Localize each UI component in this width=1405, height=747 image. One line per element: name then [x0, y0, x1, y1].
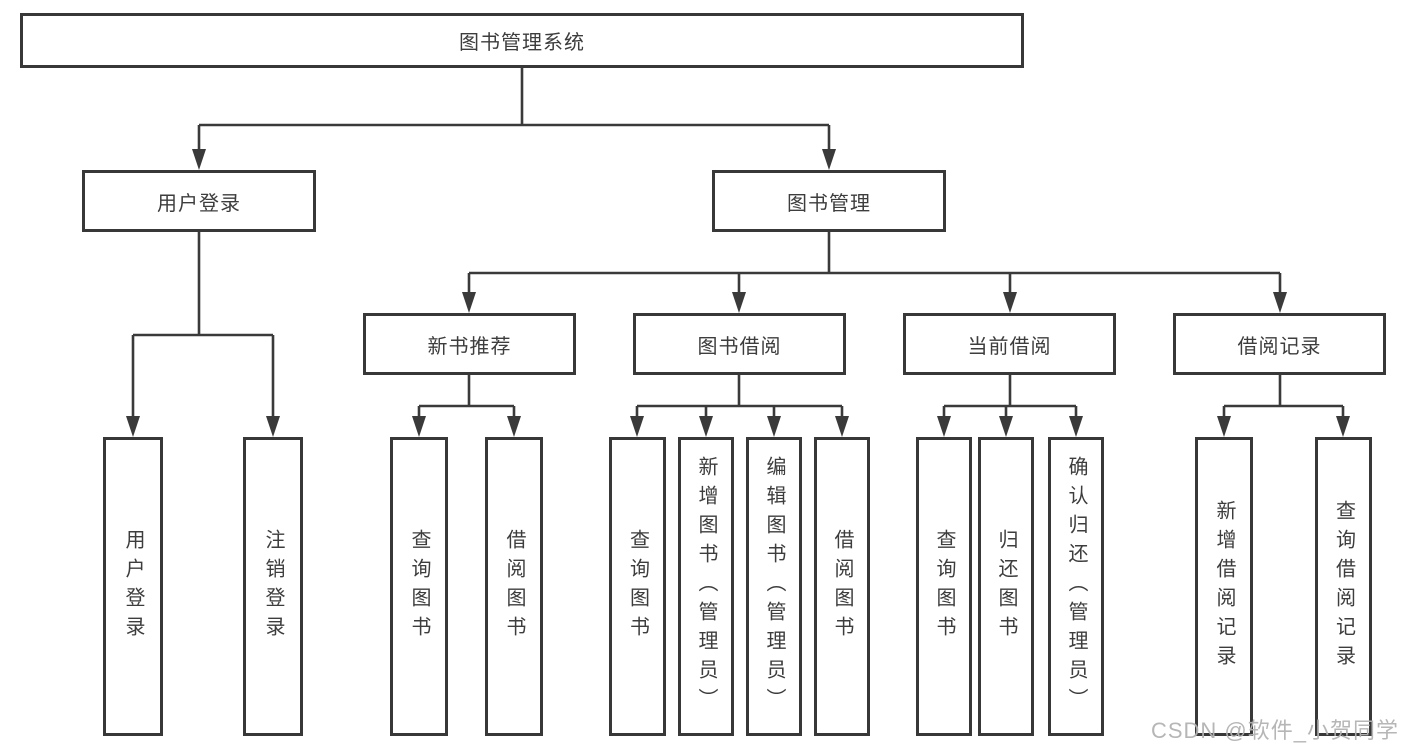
- leaf-query-books-recommend: 查询图书: [390, 437, 448, 736]
- leaf-borrow-books-recommend: 借阅图书: [485, 437, 543, 736]
- connector-current-borrow: [937, 375, 1083, 437]
- leaf-return-books: 归还图书: [978, 437, 1034, 736]
- leaf-user-login-label: 用户登录: [122, 528, 144, 645]
- leaf-add-books-admin-label: 新增图书（管理员）: [695, 456, 717, 717]
- leaf-query-books-borrow: 查询图书: [609, 437, 666, 736]
- connector-root: [192, 68, 836, 170]
- arrowhead-icon: [507, 416, 521, 437]
- arrowhead-icon: [999, 416, 1013, 437]
- leaf-query-books-recommend-label: 查询图书: [408, 528, 430, 645]
- arrowhead-icon: [1003, 292, 1017, 313]
- leaf-add-borrow-record-label: 新增借阅记录: [1213, 499, 1235, 674]
- arrowhead-icon: [835, 416, 849, 437]
- arrowhead-icon: [192, 149, 206, 170]
- node-new-book-recommend-label: 新书推荐: [427, 335, 512, 358]
- arrowhead-icon: [767, 416, 781, 437]
- node-book-borrow-label: 图书借阅: [697, 335, 782, 358]
- leaf-logout: 注销登录: [243, 437, 303, 736]
- leaf-borrow-books: 借阅图书: [814, 437, 870, 736]
- arrowhead-icon: [266, 416, 280, 437]
- leaf-edit-books-admin: 编辑图书（管理员）: [746, 437, 802, 736]
- leaf-add-borrow-record: 新增借阅记录: [1195, 437, 1253, 736]
- leaf-logout-label: 注销登录: [262, 528, 284, 645]
- node-current-borrow-label: 当前借阅: [967, 335, 1052, 358]
- leaf-query-books-current-label: 查询图书: [933, 528, 955, 645]
- leaf-query-borrow-record: 查询借阅记录: [1315, 437, 1372, 736]
- leaf-query-borrow-record-label: 查询借阅记录: [1332, 499, 1355, 674]
- node-book-management-label: 图书管理: [787, 192, 871, 215]
- arrowhead-icon: [412, 416, 426, 437]
- node-borrow-records: 借阅记录: [1173, 313, 1386, 375]
- connector-book-borrow: [630, 375, 849, 437]
- arrowhead-icon: [1069, 416, 1083, 437]
- leaf-user-login: 用户登录: [103, 437, 163, 736]
- node-user-login-label: 用户登录: [157, 192, 241, 215]
- arrowhead-icon: [1336, 416, 1350, 437]
- connector-borrow-records: [1217, 375, 1350, 437]
- leaf-return-books-label: 归还图书: [995, 528, 1017, 645]
- arrowhead-icon: [1273, 292, 1287, 313]
- arrowhead-icon: [732, 292, 746, 313]
- leaf-borrow-books-label: 借阅图书: [831, 528, 853, 645]
- leaf-confirm-return-admin-label: 确认归还（管理员）: [1065, 456, 1087, 717]
- leaf-add-books-admin: 新增图书（管理员）: [678, 437, 734, 736]
- watermark: CSDN @软件_小贺同学: [1150, 718, 1399, 743]
- node-root: 图书管理系统: [20, 13, 1024, 68]
- connector-new-book-recommend: [412, 375, 521, 437]
- leaf-query-books-current: 查询图书: [916, 437, 972, 736]
- node-user-login: 用户登录: [82, 170, 316, 232]
- arrowhead-icon: [822, 149, 836, 170]
- node-book-management: 图书管理: [712, 170, 946, 232]
- node-book-borrow: 图书借阅: [633, 313, 846, 375]
- arrowhead-icon: [1217, 416, 1231, 437]
- arrowhead-icon: [462, 292, 476, 313]
- arrowhead-icon: [630, 416, 644, 437]
- node-current-borrow: 当前借阅: [903, 313, 1116, 375]
- arrowhead-icon: [699, 416, 713, 437]
- node-new-book-recommend: 新书推荐: [363, 313, 576, 375]
- connector-user-login: [126, 232, 280, 437]
- leaf-query-books-borrow-label: 查询图书: [626, 528, 649, 645]
- node-root-label: 图书管理系统: [459, 32, 585, 54]
- arrowhead-icon: [126, 416, 140, 437]
- leaf-borrow-books-recommend-label: 借阅图书: [503, 528, 525, 645]
- leaf-edit-books-admin-label: 编辑图书（管理员）: [763, 456, 785, 717]
- leaf-confirm-return-admin: 确认归还（管理员）: [1048, 437, 1104, 736]
- node-borrow-records-label: 借阅记录: [1237, 335, 1322, 358]
- arrowhead-icon: [937, 416, 951, 437]
- connector-book-management: [462, 232, 1287, 313]
